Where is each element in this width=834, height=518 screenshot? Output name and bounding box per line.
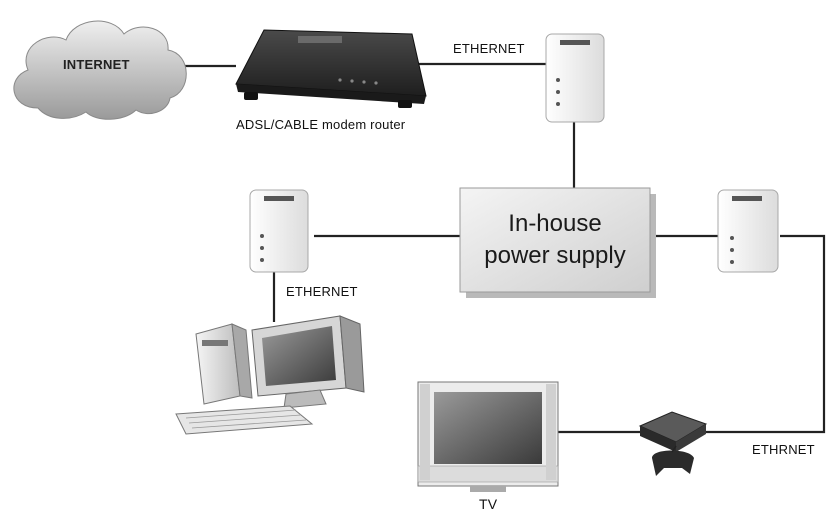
powerline-adapter-icon (545, 33, 605, 123)
connection-lines (180, 62, 826, 434)
tv-label: TV (479, 496, 498, 512)
desktop-computer-icon (175, 315, 365, 435)
line-adapter-right-console (706, 234, 826, 434)
power-supply-box (459, 187, 656, 298)
tv-icon (417, 381, 559, 492)
game-console-icon (638, 411, 708, 476)
router-label: ADSL/CABLE modem router (236, 117, 406, 132)
powerline-adapter-right (717, 189, 779, 273)
cloud-icon (13, 20, 187, 120)
ethernet-label-right: ETHRNET (752, 442, 815, 457)
internet-label: INTERNET (63, 57, 130, 72)
powerline-adapter-left (249, 189, 309, 273)
ethernet-label-top: ETHERNET (453, 41, 525, 56)
router-icon (235, 29, 427, 108)
ethernet-label-left: ETHERNET (286, 284, 358, 299)
